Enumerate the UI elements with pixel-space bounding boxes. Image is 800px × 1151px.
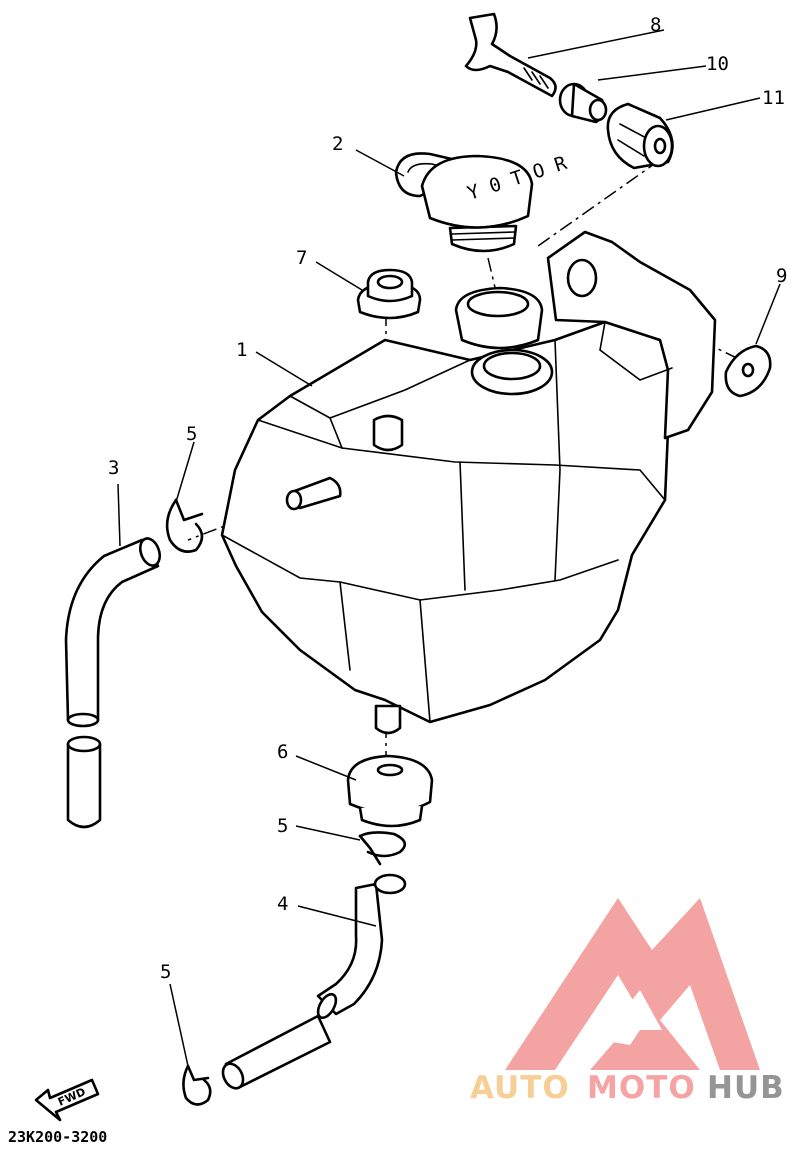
washer-9 bbox=[724, 344, 772, 398]
hose-4 bbox=[221, 873, 407, 1090]
callout-5a: 5 bbox=[186, 423, 197, 445]
tank-mount-hole bbox=[566, 258, 598, 298]
clip-5-middle bbox=[358, 831, 407, 866]
callout-numbers: 1 2 3 4 5 5 5 6 7 8 9 10 11 bbox=[108, 14, 787, 983]
callout-3: 3 bbox=[108, 457, 119, 479]
cap-6 bbox=[346, 754, 434, 828]
callout-10: 10 bbox=[706, 53, 729, 75]
callout-1: 1 bbox=[236, 339, 247, 361]
callout-5c: 5 bbox=[160, 961, 171, 983]
callout-9: 9 bbox=[776, 265, 787, 287]
callout-5b: 5 bbox=[277, 815, 288, 837]
hose-3 bbox=[64, 537, 162, 829]
callout-2: 2 bbox=[332, 133, 343, 155]
logo-inner-g bbox=[600, 990, 662, 1045]
logo-triangle-mark bbox=[505, 898, 760, 1070]
callout-4: 4 bbox=[277, 893, 288, 915]
callout-8: 8 bbox=[650, 14, 661, 36]
cap-top bbox=[420, 154, 534, 229]
grommet-7 bbox=[356, 268, 422, 320]
oil-tank bbox=[220, 230, 717, 735]
tank-body bbox=[220, 320, 674, 724]
drawing-code: 23K200-3200 bbox=[8, 1128, 107, 1146]
collar-10 bbox=[558, 82, 608, 124]
leader-lines bbox=[117, 29, 781, 1067]
automotohub-logo: AUTO MOTO HUB bbox=[470, 898, 785, 1106]
damper-11 bbox=[606, 102, 674, 170]
clip-5-lower bbox=[182, 1064, 212, 1106]
clip-5-upper bbox=[165, 498, 204, 553]
logo-text-hub: HUB bbox=[707, 1070, 785, 1106]
breather-nipple bbox=[372, 414, 404, 452]
logo-text-moto: MOTO bbox=[587, 1070, 696, 1106]
fwd-arrow-icon: FWD bbox=[34, 1078, 100, 1122]
callout-11: 11 bbox=[762, 87, 785, 109]
filler-cap: Y 0 T O R bbox=[394, 152, 570, 253]
bolt-8 bbox=[464, 12, 557, 98]
callout-7: 7 bbox=[296, 247, 307, 269]
logo-text-auto: AUTO bbox=[470, 1070, 570, 1106]
callout-6: 6 bbox=[277, 741, 288, 763]
bottom-outlet bbox=[374, 704, 402, 735]
